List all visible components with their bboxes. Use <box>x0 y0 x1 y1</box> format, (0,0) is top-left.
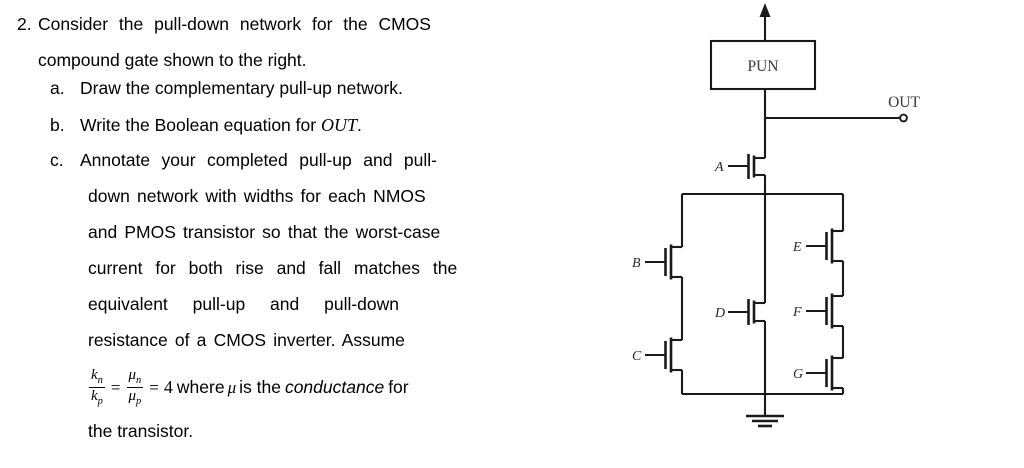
k-ratio-fraction: kn kp <box>89 367 105 407</box>
ground-icon <box>746 394 784 428</box>
nmos-b: B <box>632 244 682 280</box>
part-c-line-5-row: equivalent pull-up and pull-down <box>88 294 400 314</box>
part-b-text: Write the Boolean equation for OUT. <box>80 116 362 135</box>
mun-sub: n <box>136 375 142 386</box>
formula-tail-after: for <box>388 377 409 398</box>
nmos-a: A <box>714 154 765 179</box>
nmos-d: D <box>714 299 765 325</box>
part-c-line-5: equivalent pull-up and pull-down <box>88 294 400 314</box>
part-c-line-6: resistance of a CMOS inverter. Assume <box>88 330 405 350</box>
kp-sub: p <box>97 396 103 408</box>
mup-base: μ <box>128 388 137 405</box>
part-c-line-7-row: the transistor. <box>88 421 194 441</box>
kp-base: k <box>91 388 98 405</box>
formula-emphasis: conductance <box>284 377 385 398</box>
part-c-line-7: the transistor. <box>88 421 194 441</box>
equals-sign-1: = <box>110 377 121 397</box>
question-intro-line-2: compound gate shown to the right. <box>38 50 307 70</box>
part-b-out-symbol: OUT <box>320 115 357 135</box>
circuit-svg: PUN OUT <box>632 3 920 428</box>
mu-ratio-fraction: μn μp <box>126 367 144 408</box>
out-label: OUT <box>888 94 920 111</box>
nmos-b-label: B <box>632 256 641 271</box>
part-b-text-lead: Write the Boolean equation for <box>80 115 321 135</box>
part-a-marker: a. <box>50 78 65 98</box>
nmos-d-label: D <box>714 306 725 321</box>
nmos-f: F <box>792 293 843 329</box>
part-c-line-4: current for both rise and fall matches t… <box>88 258 458 278</box>
nmos-f-label: F <box>792 305 802 320</box>
mu-symbol: μ <box>227 377 237 397</box>
part-c-line-1: Annotate your completed pull-up and pull… <box>80 150 437 170</box>
ratio-value: 4 <box>163 377 173 398</box>
question-part-b: b. Write the Boolean equation for OUT. <box>50 116 362 135</box>
pun-box <box>709 39 817 91</box>
formula-tail-mid: is the <box>239 377 281 398</box>
mu-ratio-numerator: μn <box>127 367 144 387</box>
nmos-c: C <box>632 337 682 373</box>
k-ratio-numerator: kn <box>89 367 105 387</box>
pun-box-label: PUN <box>747 58 778 75</box>
question-number: 2. <box>17 14 32 34</box>
part-b-marker: b. <box>50 115 65 135</box>
conductance-ratio-formula: kn kp = μn μp = 4 where μ is the conduct… <box>88 367 409 408</box>
formula-tail-before: where <box>176 377 225 398</box>
nmos-a-label: A <box>714 160 724 175</box>
vdd-arrow-icon <box>759 3 771 41</box>
nmos-e: E <box>792 228 843 264</box>
out-terminal-node <box>899 113 908 123</box>
part-b-text-period: . <box>356 115 362 135</box>
kn-sub: n <box>97 375 103 386</box>
equals-sign-2: = <box>149 377 159 397</box>
mu-ratio-denominator: μp <box>126 387 144 408</box>
question-intro-text-1: Consider the pull-down network for the C… <box>38 14 431 34</box>
part-c-marker: c. <box>50 150 64 170</box>
question-intro-line-1: 2. Consider the pull-down network for th… <box>0 14 431 34</box>
nmos-g: G <box>793 355 843 391</box>
k-ratio-denominator: kp <box>89 387 105 407</box>
nmos-e-label: E <box>792 240 802 255</box>
mun-base: μ <box>128 367 137 383</box>
mup-sub: p <box>136 396 142 408</box>
part-c-line-6-row: resistance of a CMOS inverter. Assume <box>88 330 405 350</box>
nmos-g-label: G <box>793 367 803 382</box>
kn-base: k <box>91 367 98 383</box>
question-part-a: a. Draw the complementary pull-up networ… <box>50 78 403 98</box>
output-net <box>765 113 908 123</box>
part-c-line-3: and PMOS transistor so that the worst-ca… <box>88 222 441 242</box>
circuit-schematic: PUN OUT <box>560 0 1024 468</box>
question-text-block: 2. Consider the pull-down network for th… <box>0 14 458 441</box>
question-part-c: c. Annotate your completed pull-up and p… <box>50 150 437 170</box>
nmos-c-label: C <box>632 349 642 364</box>
part-c-line-2: down network with widths for each NMOS <box>88 186 426 206</box>
part-a-text: Draw the complementary pull-up network. <box>80 78 403 98</box>
question-intro-text-2: compound gate shown to the right. <box>38 50 307 70</box>
part-c-line-4-row: current for both rise and fall matches t… <box>88 258 458 278</box>
part-c-line-2-row: down network with widths for each NMOS <box>88 186 426 206</box>
part-c-line-3-row: and PMOS transistor so that the worst-ca… <box>88 222 441 242</box>
